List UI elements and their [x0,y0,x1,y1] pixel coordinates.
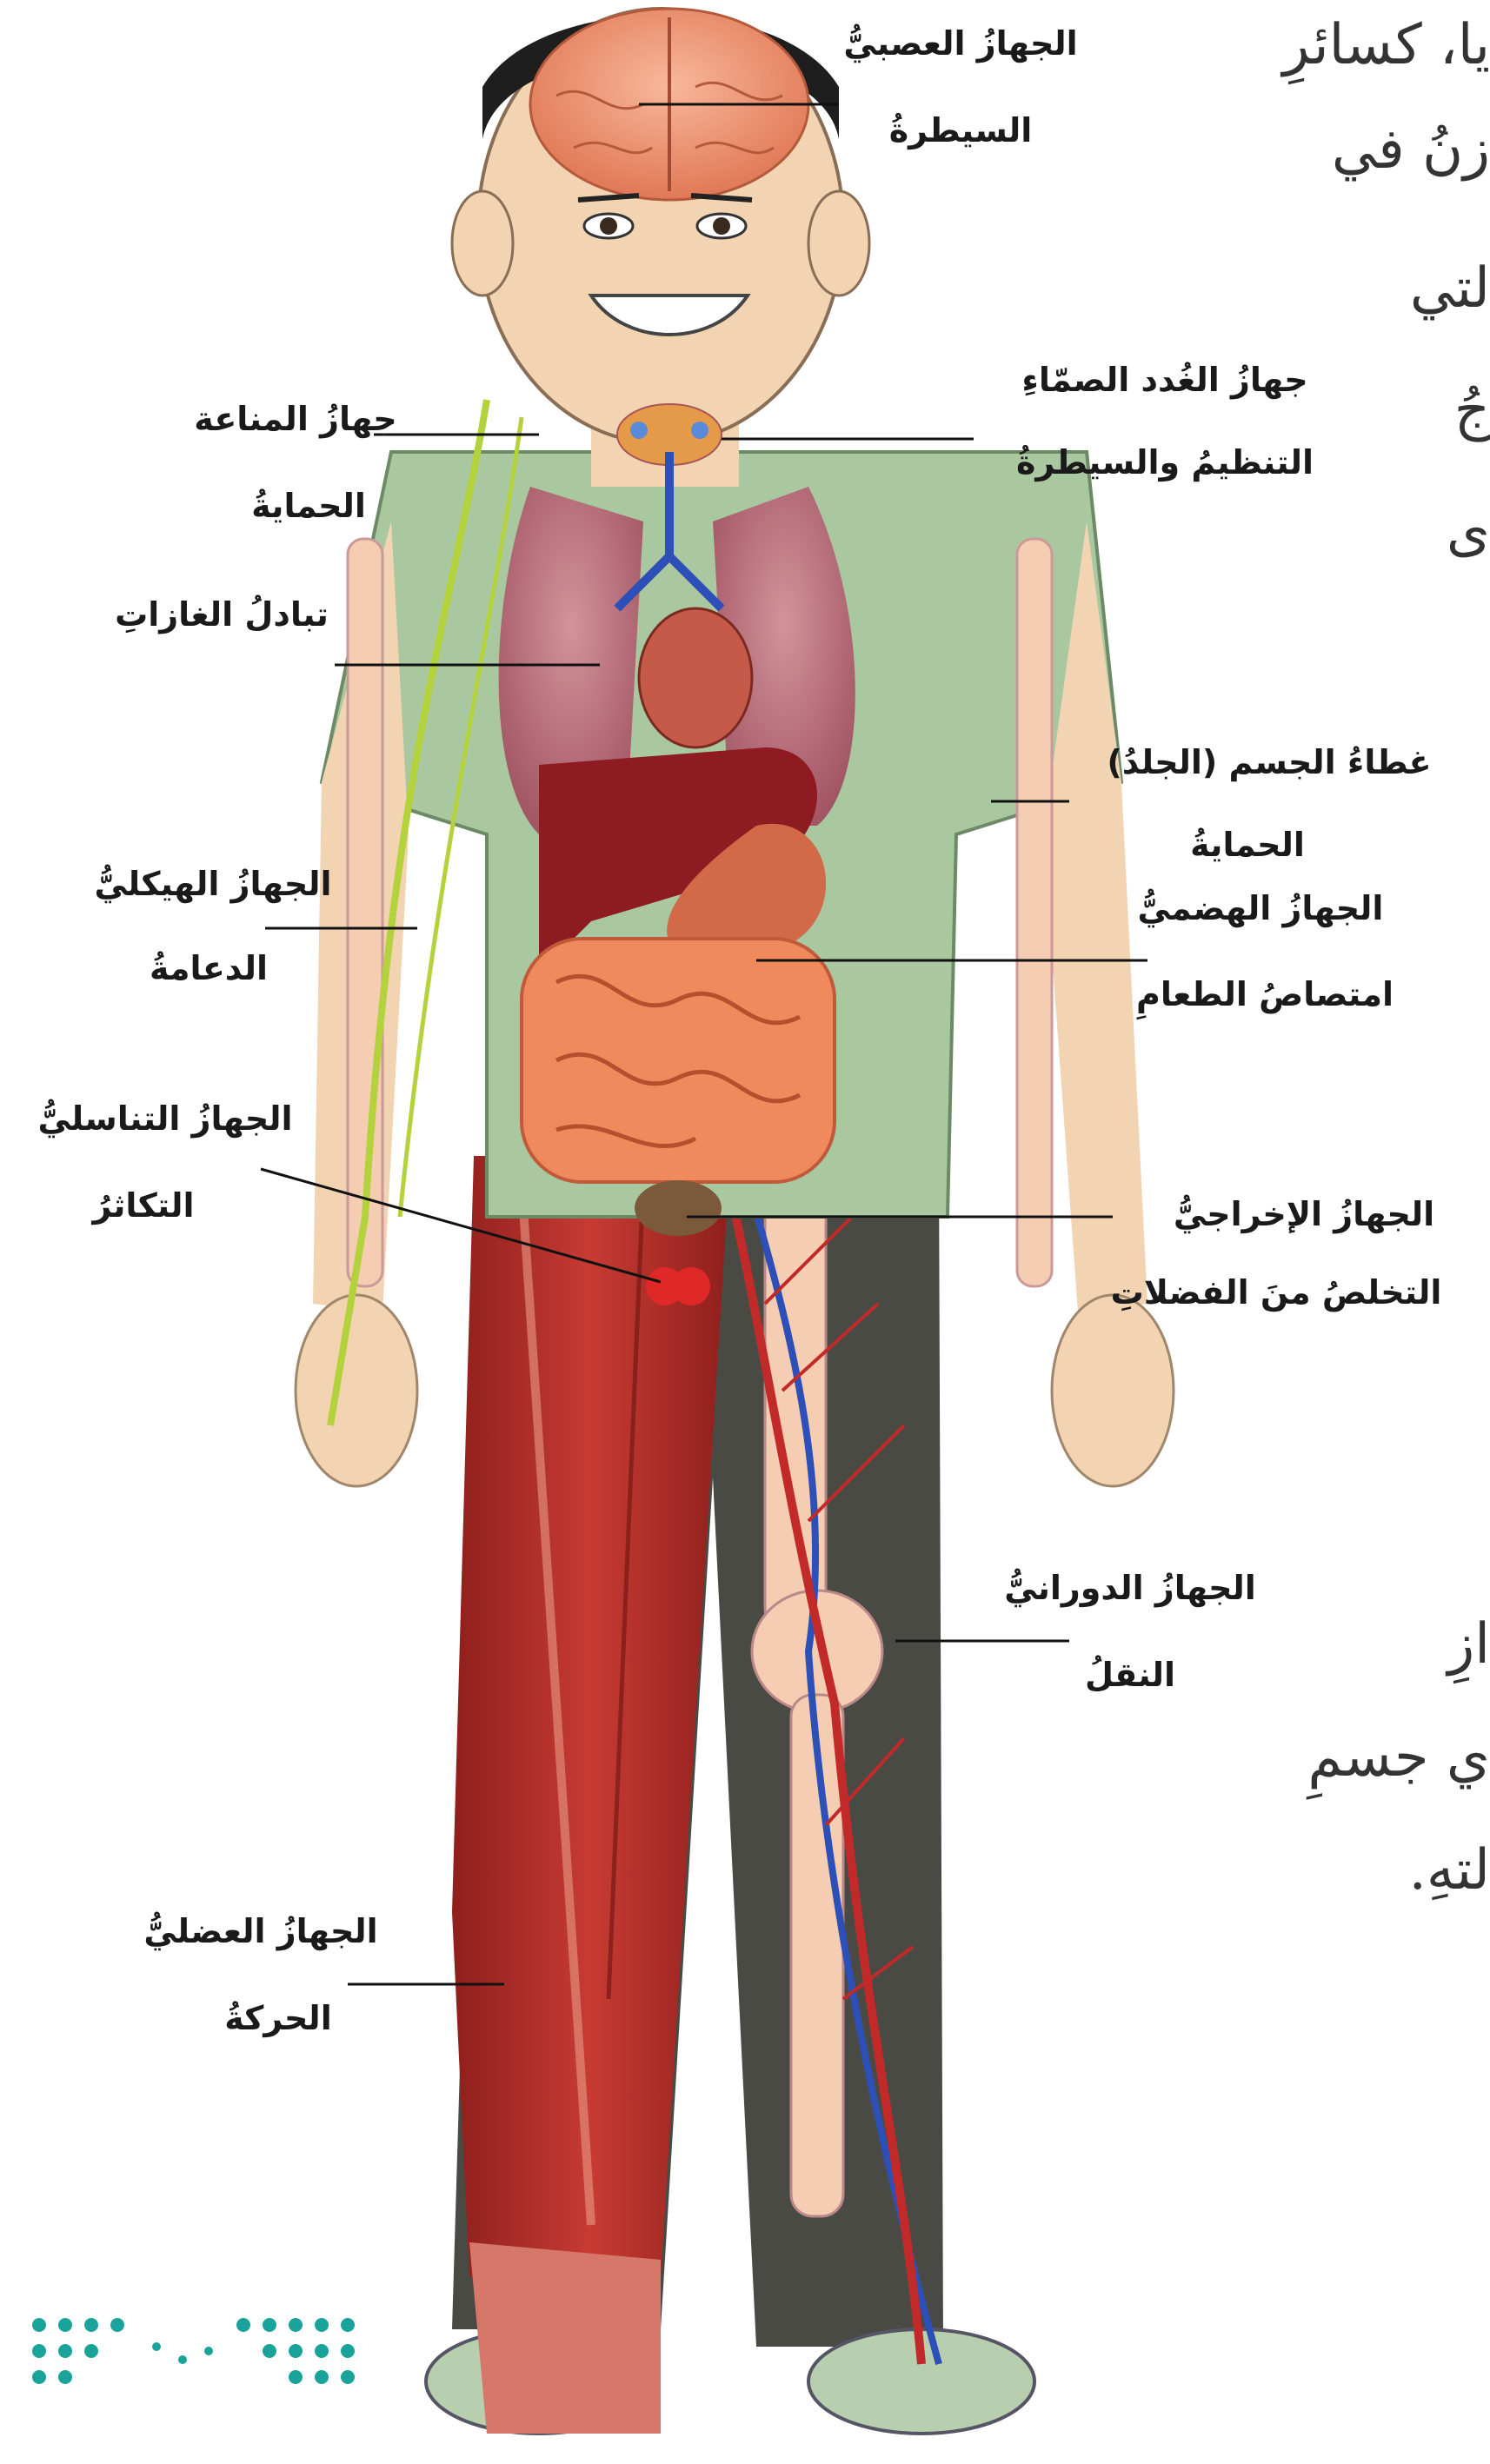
label-circulatory-fn: النقلُ [1085,1656,1175,1696]
leg-muscles [452,1156,730,2434]
label-muscular-name: الجهازُ العضليُّ [143,1912,377,1952]
label-immune-fn: الحمايةُ [251,487,366,527]
intestines [522,939,835,1182]
label-immune-name: جهازُ المناعة [194,400,396,440]
label-skin-name: غطاءُ الجسم (الجلدُ) [1107,743,1431,783]
page-text-fragment: يا، كسائرِ [1283,17,1490,73]
heart [639,608,752,747]
label-digestive-name: الجهازُ الهضميُّ [1138,889,1384,929]
page-text-fragment: لتهِ. [1409,1843,1490,1898]
page-text-fragment: ازِ [1447,1617,1490,1672]
page-text-fragment: زنُ في [1332,122,1490,177]
label-circulatory-name: الجهازُ الدورانيُّ [1004,1569,1256,1609]
label-skeletal-fn: الدعامةُ [150,949,268,989]
page-text-fragment: ي جسمِ [1307,1730,1490,1785]
label-digestive-fn: امتصاصُ الطعامِ [1136,975,1394,1015]
label-nervous-fn: السيطرةُ [889,111,1033,151]
label-excretory-fn: التخلصُ منَ الفضلاتِ [1111,1273,1442,1313]
bladder [635,1180,722,1236]
label-excretory-name: الجهازُ الإخراجيُّ [1174,1195,1434,1235]
page-text-fragment: لتي [1410,261,1490,316]
label-skeletal-name: الجهازُ الهيكليُّ [94,865,331,905]
label-muscular-fn: الحركةُ [224,1999,331,2039]
page-text-fragment: ى [1447,504,1490,560]
label-respiratory-fn: تبادلُ الغازاتِ [115,595,329,635]
label-nervous-name: الجهازُ العصبيُّ [843,24,1077,64]
label-endocrine-name: جهازُ الغُدد الصمّاءِ [1021,361,1307,401]
label-reproductive-fn: التكاثرُ [92,1186,194,1226]
label-endocrine-fn: التنظيمُ والسيطرةُ [1016,443,1314,483]
logo-dots [32,2318,355,2384]
label-skin-fn: الحمايةُ [1190,826,1305,866]
reproductive-organs [646,1267,710,1305]
page-text-fragment: جُ [1454,382,1490,438]
label-reproductive-name: الجهازُ التناسليُّ [37,1099,292,1139]
